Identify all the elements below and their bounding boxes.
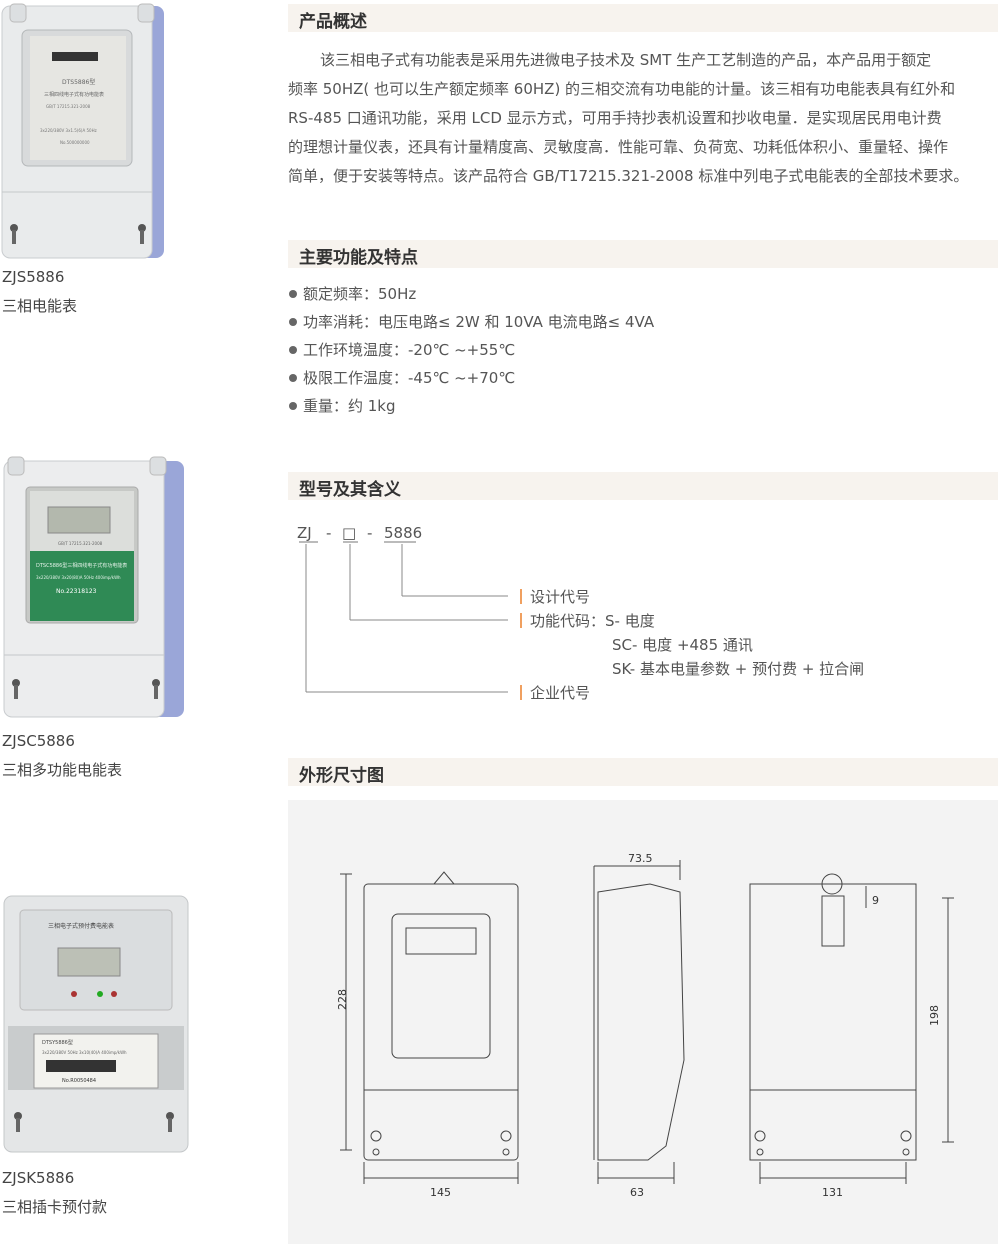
function-code-sc: SC- 电度 +485 通讯 <box>612 636 753 654</box>
code-sep: - <box>367 524 373 542</box>
code-suffix: 5886 <box>384 524 423 542</box>
feature-item: 工作环境温度：-20℃ ~+55℃ <box>288 336 888 364</box>
accent-bar <box>520 613 522 628</box>
overview-line: 频率 50HZ( 也可以生产额定频率 60HZ) 的三相交流有功电能的计量。该三… <box>288 80 956 98</box>
section-header-overview: 产品概述 <box>288 4 998 32</box>
dim-back-hole: 9 <box>872 894 879 907</box>
model-code-lines <box>299 541 508 693</box>
product-name: 三相电能表 <box>2 297 78 315</box>
product-caption: ZJS5886 三相电能表 <box>2 263 77 321</box>
meter-face-type: 三相四线电子式有功电能表 <box>44 91 104 98</box>
product-card-zjsc5886[interactable]: DTSC5886型三相四线电子式有功电能表 3x220/380V 3x20(80… <box>0 455 200 785</box>
bullet-icon <box>289 317 297 326</box>
meter-photo-zjs5886[interactable]: DTS5886型 三相四线电子式有功电能表 GB/T 17215.321-200… <box>0 2 170 264</box>
dimension-drawing-panel: 228 145 73.5 63 9 198 131 <box>288 800 998 1244</box>
product-card-zjs5886[interactable]: DTS5886型 三相四线电子式有功电能表 GB/T 17215.321-200… <box>0 0 200 320</box>
meter-face-spec: 3x220/380V 3x20(80)A 50Hz 400imp/kWh <box>36 575 121 580</box>
overview-line: RS-485 口通讯功能，采用 LCD 显示方式，可用手持抄表机设置和抄收电量．… <box>288 109 942 127</box>
accent-bar <box>520 589 522 604</box>
product-model: ZJSK5886 <box>2 1169 75 1187</box>
feature-item: 重量：约 1kg <box>288 392 888 420</box>
product-name: 三相多功能电能表 <box>2 761 123 779</box>
product-caption: ZJSC5886 三相多功能电能表 <box>2 727 122 785</box>
section-header-features: 主要功能及特点 <box>288 240 998 268</box>
meter-face-model: DTS5886型 <box>62 78 95 86</box>
meter-photo-zjsk5886[interactable]: 三相电子式预付费电能表 DTSY5886型 3x220/380V 50Hz 3x… <box>0 890 192 1160</box>
company-code-label: 企业代号 <box>530 684 591 702</box>
feature-text: 重量：约 1kg <box>303 397 396 415</box>
meter-face-spec: 3x220/380V 50Hz 3x10(40)A 400imp/kWh <box>42 1050 127 1055</box>
dim-side-depth-top: 73.5 <box>628 852 653 865</box>
section-title: 产品概述 <box>299 12 367 32</box>
meter-face-std: GB/T 17215.321-2008 <box>58 541 103 546</box>
feature-text: 工作环境温度：-20℃ ~+55℃ <box>303 341 516 359</box>
section-header-model-code: 型号及其含义 <box>288 472 998 500</box>
meter-face-spec: 3x220/380V 3x1.5(6)A 50Hz <box>40 128 97 133</box>
product-card-zjsk5886[interactable]: 三相电子式预付费电能表 DTSY5886型 3x220/380V 50Hz 3x… <box>0 890 200 1230</box>
meter-photo-zjsc5886[interactable]: DTSC5886型三相四线电子式有功电能表 3x220/380V 3x20(80… <box>0 455 186 720</box>
feature-text: 极限工作温度：-45℃ ~+70℃ <box>303 369 516 387</box>
product-caption: ZJSK5886 三相插卡预付款 <box>2 1164 107 1222</box>
meter-face-serial: No.R0050484 <box>62 1078 96 1084</box>
section-title: 主要功能及特点 <box>299 248 418 268</box>
design-code-label: 设计代号 <box>530 588 591 606</box>
dim-back-mount-width: 131 <box>822 1186 843 1199</box>
overview-line: 简单，便于安装等特点。该产品符合 GB/T17215.321-2008 标准中列… <box>288 167 969 185</box>
bullet-icon <box>289 289 297 298</box>
feature-item: 额定频率：50Hz <box>288 280 888 308</box>
section-title: 型号及其含义 <box>299 480 401 500</box>
dim-front-width: 145 <box>430 1186 451 1199</box>
code-box: □ <box>342 524 357 542</box>
feature-text: 功率消耗：电压电路≤ 2W 和 10VA 电流电路≤ 4VA <box>303 313 655 331</box>
accent-bar <box>520 685 522 700</box>
function-code-label: 功能代码：S- 电度 <box>530 612 655 630</box>
function-code-sk: SK- 基本电量参数 + 预付费 + 拉合闸 <box>612 660 865 678</box>
meter-face-model: DTSC5886型三相四线电子式有功电能表 <box>36 562 127 569</box>
section-header-dimensions: 外形尺寸图 <box>288 758 998 786</box>
dim-side-depth-bottom: 63 <box>630 1186 644 1199</box>
model-code-diagram: ZJ - □ - 5886 设计代号 功能代码：S- 电度 SC- 电度 +48… <box>288 520 888 710</box>
feature-item: 功率消耗：电压电路≤ 2W 和 10VA 电流电路≤ 4VA <box>288 308 888 336</box>
dimension-drawing: 228 145 73.5 63 9 198 131 <box>336 852 954 1199</box>
code-prefix: ZJ <box>297 524 312 542</box>
meter-face-serial: No.22318123 <box>56 588 97 595</box>
feature-item: 极限工作温度：-45℃ ~+70℃ <box>288 364 888 392</box>
bullet-icon <box>289 401 297 410</box>
overview-line: 该三相电子式有功能表是采用先进微电子技术及 SMT 生产工艺制造的产品，本产品用… <box>320 51 932 69</box>
product-name: 三相插卡预付款 <box>2 1198 108 1216</box>
dim-front-height: 228 <box>336 989 349 1010</box>
meter-face-serial: No.500000000 <box>60 140 90 145</box>
code-sep: - <box>326 524 332 542</box>
feature-text: 额定频率：50Hz <box>303 285 417 303</box>
overview-paragraph: 该三相电子式有功能表是采用先进微电子技术及 SMT 生产工艺制造的产品，本产品用… <box>288 46 1000 191</box>
bullet-icon <box>289 373 297 382</box>
meter-face-model: DTSY5886型 <box>42 1039 73 1046</box>
feature-list: 额定频率：50Hz 功率消耗：电压电路≤ 2W 和 10VA 电流电路≤ 4VA… <box>288 280 888 420</box>
product-model: ZJSC5886 <box>2 732 75 750</box>
meter-face-title: 三相电子式预付费电能表 <box>48 922 114 930</box>
dim-back-mount-height: 198 <box>928 1005 941 1026</box>
product-model: ZJS5886 <box>2 268 65 286</box>
meter-face-std: GB/T 17215.321-2008 <box>46 104 91 109</box>
overview-line: 的理想计量仪表，还具有计量精度高、灵敏度高．性能可靠、负荷宽、功耗低体积小、重量… <box>288 138 949 156</box>
bullet-icon <box>289 345 297 354</box>
section-title: 外形尺寸图 <box>299 766 384 786</box>
